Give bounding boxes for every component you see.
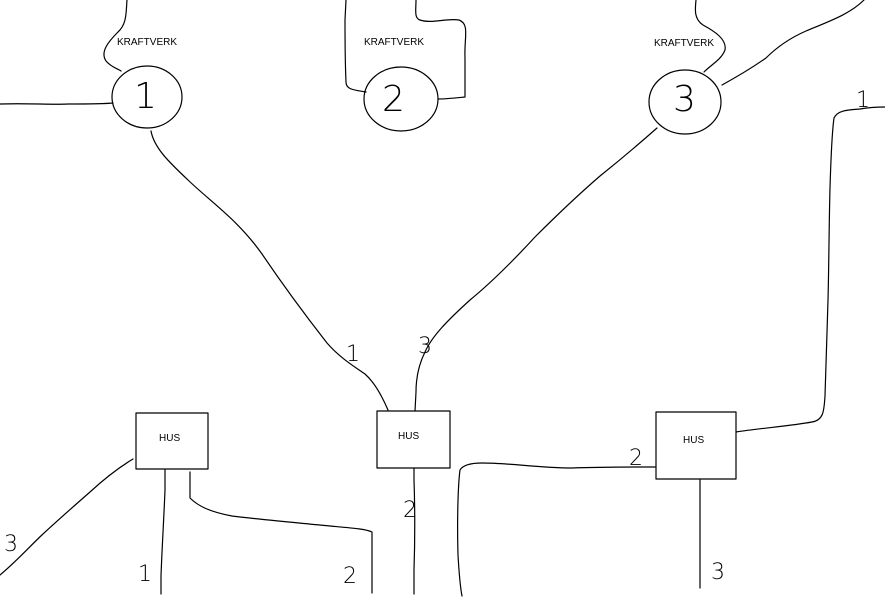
house-1-box xyxy=(135,412,209,470)
plant-2-right-loop-wire xyxy=(415,0,467,100)
plant-3-circle xyxy=(648,69,722,135)
house-1-left-wire xyxy=(0,458,134,576)
plant-3-label: KRAFTVERK xyxy=(654,38,715,49)
house-3-box xyxy=(655,411,737,480)
house-1-bottom-wire xyxy=(160,469,166,595)
line-label-house2-plant3: 3 xyxy=(418,334,432,359)
line-label-house3-left: 2 xyxy=(629,446,643,471)
house-3-label: HUS xyxy=(683,435,705,446)
wire-plant3-to-house2 xyxy=(414,127,658,412)
line-label-house2-plant1: 1 xyxy=(346,342,360,367)
plant-1-label: KRAFTVERK xyxy=(117,37,178,48)
house-1-label: HUS xyxy=(159,433,181,444)
house-3-left-wire xyxy=(457,462,656,597)
wire-plant1-to-house2 xyxy=(150,130,389,411)
plant-1-number: 1 xyxy=(134,76,157,117)
plant-1-top-wire xyxy=(103,0,128,72)
line-label-house1-left: 3 xyxy=(4,532,18,557)
wire-house3-to-top-right xyxy=(735,106,885,433)
line-label-top-right: 1 xyxy=(856,88,870,113)
plant-2-number: 2 xyxy=(382,79,405,120)
house-2-bottom-wire xyxy=(413,467,416,595)
plant-2-label: KRAFTVERK xyxy=(364,37,425,48)
line-label-house1-bottom: 1 xyxy=(138,562,152,587)
plant-3-right-wire xyxy=(721,0,865,86)
plant-1-left-wire xyxy=(0,102,114,105)
line-label-house3-bottom: 3 xyxy=(711,560,725,585)
plant-1-circle xyxy=(111,65,183,129)
house-2-label: HUS xyxy=(398,431,420,442)
plant-3-number: 3 xyxy=(673,79,696,120)
house-1-right-wire xyxy=(189,471,373,594)
plant-3-top-wire xyxy=(694,0,726,73)
plant-2-left-wire xyxy=(344,0,367,93)
line-label-house2-bottom: 2 xyxy=(403,498,417,523)
line-label-house1-right: 2 xyxy=(343,564,357,589)
